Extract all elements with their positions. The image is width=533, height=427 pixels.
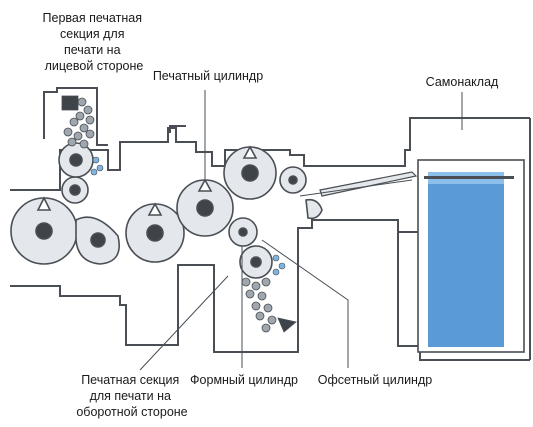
- cylinders: [10, 142, 323, 279]
- dampening-unit-bottom: [272, 254, 286, 276]
- inking-unit-bottom: [241, 277, 297, 333]
- ink-fountain-bottom: [277, 317, 297, 333]
- feed-board: [299, 171, 418, 197]
- ink-fountain-top: [61, 95, 79, 111]
- machine-frame: [10, 87, 531, 361]
- delivery-drum: [10, 196, 78, 265]
- paper-stack: [428, 172, 504, 347]
- transfer-drum-middle: [125, 202, 185, 263]
- impression-cylinder: [176, 178, 234, 237]
- feed-board-rail: [299, 179, 413, 197]
- frame-top-contour: [10, 117, 530, 191]
- feed-board-plate: [319, 171, 418, 197]
- label-second-section: Печатная секция для печати на оборотной …: [76, 373, 187, 419]
- upper-transfer-cylinder: [223, 145, 277, 200]
- leader-lines: [139, 90, 349, 371]
- second-plate-cylinder: [239, 245, 273, 279]
- label-blanket-cylinder: Офсетный цилиндр: [318, 373, 432, 387]
- frame-handle: [169, 125, 186, 133]
- feeder-top-bar: [424, 176, 514, 179]
- frame-bottom-contour: [10, 219, 530, 361]
- label-plate-cylinder: Формный цилиндр: [190, 373, 298, 387]
- dampening-unit-top: [90, 156, 104, 176]
- first-impression-cylinder: [61, 176, 89, 204]
- first-blanket-cylinder: [58, 142, 94, 178]
- swing-gripper: [305, 198, 323, 220]
- labels: Первая печатная секция для печати на лиц…: [43, 11, 499, 419]
- inking-unit-top: [61, 95, 95, 149]
- label-feeder: Самонаклад: [426, 75, 499, 89]
- second-blanket-cylinder: [228, 217, 258, 247]
- transfer-drum-left: [75, 216, 120, 265]
- leader-second-section: [139, 275, 229, 371]
- label-impression-cylinder: Печатный цилиндр: [153, 69, 263, 83]
- label-first-section: Первая печатная секция для печати на лиц…: [43, 11, 146, 73]
- feeder-unit: [417, 92, 525, 353]
- feed-cylinder: [279, 166, 307, 194]
- frame-left-housing: [43, 87, 108, 146]
- leader-blanket-cylinder: [261, 239, 349, 368]
